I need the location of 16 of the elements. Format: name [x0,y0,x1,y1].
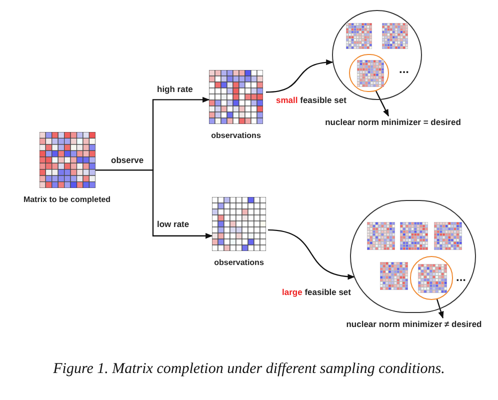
ellipsis: ... [456,271,466,283]
arrow [268,229,355,280]
matrix-caption: Matrix to be completed [23,194,111,206]
edge-label: large feasible set [282,286,351,299]
step-label: observe [111,154,144,167]
arrow [95,169,213,239]
result-text: nuclear norm minimizer ≠ desired [346,318,482,331]
arrow [436,298,444,319]
arrow [266,60,334,93]
matrix-caption: observations [211,130,261,142]
ellipsis: ... [399,63,410,75]
result-text: nuclear norm minimizer = desired [325,116,461,129]
figure-caption: Figure 1. Matrix completion under different sampling conditions. [52,360,446,379]
arrow [375,90,390,117]
edge-label: high rate [157,83,193,96]
matrix-caption: observations [214,257,264,269]
